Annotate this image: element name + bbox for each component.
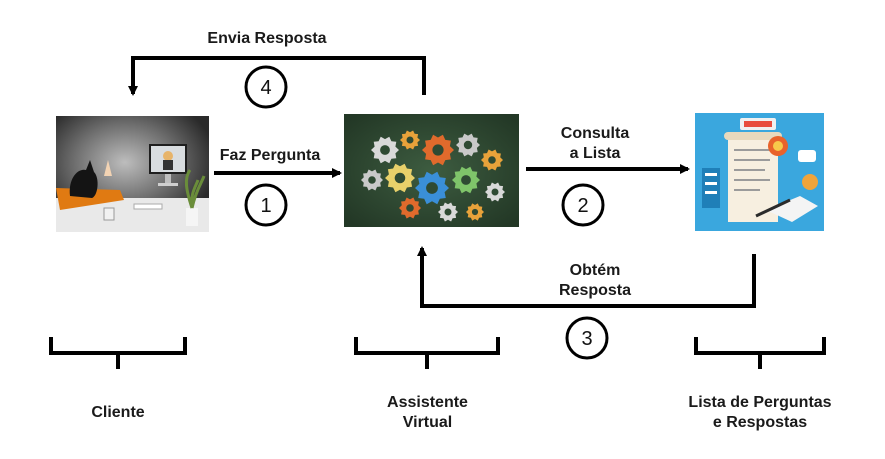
node-label-assistente-line2: Virtual <box>402 414 453 431</box>
brace-cliente <box>49 337 187 369</box>
gear-icon <box>400 130 420 150</box>
brace-assistente <box>354 337 500 369</box>
step-circle-2: 2 <box>561 183 605 227</box>
gear-icon <box>371 136 399 164</box>
label-obtem-line2: Resposta <box>558 282 632 299</box>
label-consulta-lista: Consulta a Lista <box>545 124 645 164</box>
svg-text:4: 4 <box>260 77 271 99</box>
gear-icon <box>452 166 480 194</box>
node-label-assistente-line1: Assistente <box>387 394 468 411</box>
label-consulta-line2: a Lista <box>569 145 621 162</box>
step-circle-4: 4 <box>244 65 288 109</box>
gear-icon <box>399 197 421 219</box>
svg-text:1: 1 <box>260 195 271 217</box>
node-label-assistente: Assistente Virtual <box>370 393 485 433</box>
node-label-cliente: Cliente <box>91 404 145 421</box>
gear-icon <box>485 182 505 202</box>
brace-lista <box>694 337 826 369</box>
gear-icon <box>385 163 415 193</box>
node-label-lista: Lista de Perguntas e Respostas <box>675 393 845 433</box>
label-faz-pergunta: Faz Pergunta <box>219 147 321 164</box>
node-label-lista-line2: e Respostas <box>712 414 808 431</box>
lista-image <box>695 113 824 231</box>
gear-icon <box>361 169 383 191</box>
cliente-image <box>56 116 209 232</box>
node-label-lista-line1: Lista de Perguntas <box>688 394 832 411</box>
label-envia-resposta: Envia Resposta <box>207 30 327 47</box>
gear-icon <box>438 202 458 222</box>
gear-icon <box>456 133 480 157</box>
arrow-envia-resposta <box>128 56 426 96</box>
assistente-virtual-image <box>344 114 519 227</box>
label-obtem-line1: Obtém <box>569 262 621 279</box>
gear-icon <box>422 134 454 166</box>
gear-icon <box>481 149 503 171</box>
gear-icon <box>466 203 484 221</box>
step-circle-3: 3 <box>565 316 609 360</box>
label-consulta-line1: Consulta <box>560 125 630 142</box>
label-obtem-resposta: Obtém Resposta <box>545 261 645 301</box>
gear-icon <box>415 171 449 205</box>
svg-text:2: 2 <box>577 195 588 217</box>
step-circle-1: 1 <box>244 183 288 227</box>
svg-text:3: 3 <box>581 328 592 350</box>
arrow-obtem-resposta <box>417 246 756 308</box>
